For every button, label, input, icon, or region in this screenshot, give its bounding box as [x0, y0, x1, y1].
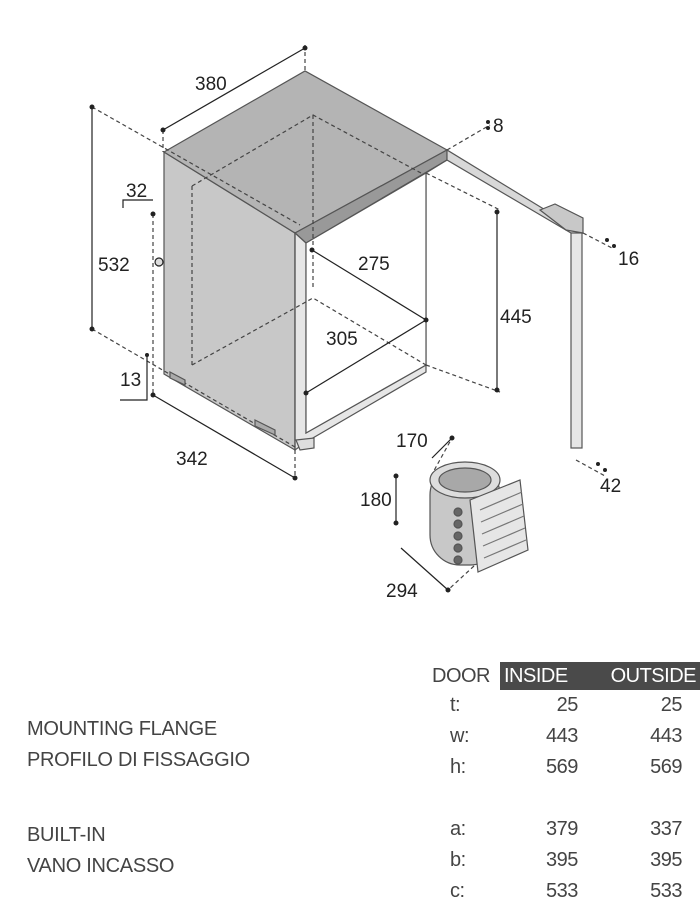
dim-door-depth: 42: [600, 476, 621, 497]
dim-height-total: 532: [98, 255, 130, 276]
dimensions-table: DOOR INSIDE OUTSIDE t: 25 25 w: 443 443 h: 56…: [428, 662, 700, 900]
dim-foot-height: 13: [120, 370, 141, 391]
row-outside: 25: [660, 694, 683, 716]
table-row: a: 379 337: [428, 814, 700, 845]
fridge-dimension-drawing: 380 532 32 13 342 275 305 445 8 16 42 17…: [89, 45, 639, 602]
table-row: h: 569 569: [428, 752, 700, 783]
dim-door-gap: 8: [493, 116, 504, 137]
row-inside: 569: [545, 756, 578, 778]
row-inside: 395: [545, 849, 578, 871]
row-outside: 533: [650, 880, 682, 900]
row-key: c:: [450, 880, 465, 900]
foot: [169, 371, 186, 386]
row-outside: 337: [650, 818, 682, 840]
dim-compressor-width: 170: [396, 431, 428, 452]
mounting-flange-en: MOUNTING FLANGE: [27, 718, 217, 740]
table-row: c: 533 533: [428, 876, 700, 900]
compressor-unit: [429, 461, 529, 573]
row-inside: 25: [556, 694, 579, 716]
row-key: t:: [450, 694, 461, 716]
table-row: b: 395 395: [428, 845, 700, 876]
table-spacer: [428, 783, 700, 814]
row-key: b:: [450, 849, 466, 871]
dim-depth-bottom: 342: [176, 449, 208, 470]
row-inside: 443: [545, 725, 578, 747]
row-inside: 533: [545, 880, 578, 900]
built-in-en: BUILT-IN: [27, 824, 106, 846]
row-key: w:: [450, 725, 470, 747]
row-outside: 443: [650, 725, 682, 747]
door-hinge: [538, 203, 584, 234]
row-inside: 379: [545, 818, 578, 840]
header-inside: INSIDE: [500, 662, 590, 690]
table-row: t: 25 25: [428, 690, 700, 721]
dim-flange-offset: 32: [126, 181, 147, 202]
dim-compressor-height: 180: [360, 490, 392, 511]
row-outside: 395: [650, 849, 682, 871]
mounting-tab: [295, 437, 315, 451]
dim-door-thickness: 16: [618, 249, 639, 270]
foot: [254, 419, 276, 436]
row-outside: 569: [650, 756, 682, 778]
row-key: a:: [450, 818, 466, 840]
dim-inner-height: 445: [500, 307, 532, 328]
header-outside: OUTSIDE: [589, 662, 700, 690]
dim-width-top: 380: [195, 74, 227, 95]
table-header: DOOR INSIDE OUTSIDE: [428, 662, 700, 690]
dim-inner-depth: 305: [326, 329, 358, 350]
dim-inner-width: 275: [358, 254, 390, 275]
door-panel: [570, 232, 583, 449]
dim-compressor-depth: 294: [386, 581, 418, 602]
mounting-flange-label: MOUNTING FLANGE PROFILO DI FISSAGGIO: [27, 714, 250, 776]
built-in-label: BUILT-IN VANO INCASSO: [27, 820, 174, 882]
header-door: DOOR: [432, 664, 491, 687]
mounting-flange-it: PROFILO DI FISSAGGIO: [27, 749, 250, 771]
table-row: w: 443 443: [428, 721, 700, 752]
drain-knob: [154, 257, 164, 267]
row-key: h:: [450, 756, 466, 778]
built-in-it: VANO INCASSO: [27, 855, 175, 877]
